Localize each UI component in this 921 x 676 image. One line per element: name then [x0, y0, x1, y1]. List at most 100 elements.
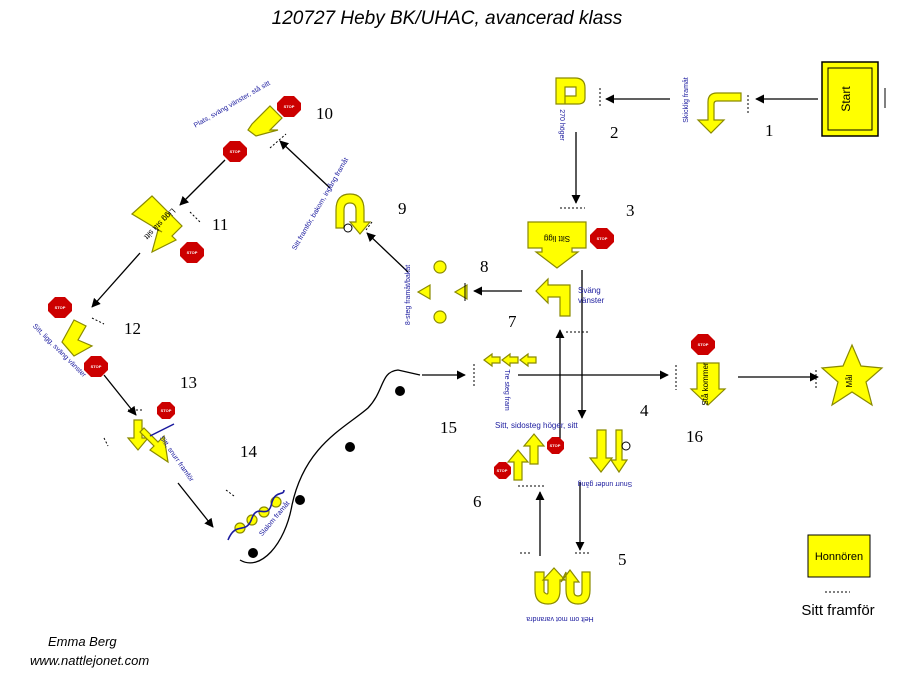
svg-text:STOP: STOP — [550, 443, 561, 448]
station-1-number: 1 — [765, 121, 774, 140]
website-link: www.nattlejonet.com — [30, 653, 149, 668]
station-16-label: Stå kommer — [701, 362, 710, 405]
station-15-number: 15 — [440, 418, 457, 437]
arrow-11-12 — [91, 252, 141, 308]
station-9-number: 9 — [398, 199, 407, 218]
station-6-stop-icon-b: STOP — [547, 437, 564, 454]
station-15-sign-a — [483, 352, 501, 368]
station-2-label: 270 höger — [558, 109, 565, 141]
station-6-number: 6 — [473, 492, 482, 511]
station-11-sign — [130, 195, 183, 254]
station-8-sign-left — [416, 283, 431, 301]
finish-star — [820, 343, 884, 407]
station-13-number: 13 — [180, 373, 197, 392]
station-10-sign — [247, 105, 283, 137]
station-4: Snurr under gång 4 — [578, 401, 649, 488]
station-14-number: 14 — [240, 442, 258, 461]
station-10: STOP STOP Plats, sväng vänster, stå sitt… — [192, 79, 333, 162]
station-14: Slalom framåt 14 — [225, 386, 405, 558]
svg-text:STOP: STOP — [91, 364, 102, 369]
station-1-sign — [696, 92, 742, 134]
station-13-stop-icon: STOP — [157, 402, 175, 419]
station-4-number: 4 — [640, 401, 649, 420]
station-9: Sitt framför, bakom, ingång framåt 9 — [290, 156, 406, 251]
station-8-cone-bottom — [433, 310, 447, 324]
station-5-number: 5 — [618, 550, 627, 569]
station-7-sign — [535, 277, 571, 317]
station-8-sign-right — [453, 283, 468, 301]
station-15-sign-c — [519, 352, 537, 368]
arrow-9-10 — [279, 140, 331, 189]
station-9-sign — [335, 193, 372, 235]
station-3-stop-icon: STOP — [590, 228, 614, 249]
station-7-label-line1: Sväng — [578, 286, 601, 295]
station-4-sign-b — [609, 429, 629, 474]
station-3: Sitt ligg 3 STOP — [527, 201, 635, 269]
station-8-label: 8-steg framåt/bakåt — [404, 265, 412, 325]
svg-text:STOP: STOP — [597, 236, 608, 241]
finish-sign: Mål — [815, 343, 884, 407]
honnoren-legend: Honnören Sitt framför — [801, 534, 875, 619]
station-10-stop-icon-b: STOP — [223, 141, 247, 162]
slalom-line — [239, 369, 421, 564]
arrow-13-14 — [177, 482, 214, 528]
honnoren-box — [807, 534, 871, 578]
station-3-label: Sitt ligg — [544, 234, 570, 243]
arrow-10-11 — [179, 159, 226, 206]
page-title: 120727 Heby BK/UHAC, avancerad klass — [272, 8, 623, 29]
honnoren-label: Honnören — [815, 551, 863, 563]
station-2-number: 2 — [610, 123, 619, 142]
station-2-sign — [555, 77, 586, 105]
station-11: Ligg stå sitt STOP 11 — [130, 195, 228, 263]
sitt-framfor-label: Sitt framför — [801, 602, 874, 619]
station-15-label: Tre steg fram — [503, 369, 510, 411]
station-6-sign-a — [506, 449, 530, 481]
svg-text:STOP: STOP — [187, 250, 198, 255]
station-5-sign-b — [560, 569, 591, 605]
station-4-label: Snurr under gång — [578, 480, 633, 488]
station-13-sign-b — [139, 427, 169, 464]
station-12-stop-icon-a: STOP — [48, 297, 72, 318]
station-1: Skicklig framåt 1 — [682, 77, 774, 140]
svg-text:STOP: STOP — [497, 468, 508, 473]
station-7-number: 7 — [508, 312, 517, 331]
mal-label: Mål — [845, 374, 854, 387]
station-12: STOP STOP Sitt, ligg, sväng vänster 12 — [31, 297, 141, 379]
slalom-marker-4 — [248, 548, 258, 558]
slalom-marker-3 — [295, 495, 305, 505]
start-sign: Start — [821, 61, 886, 137]
station-5: Helt om mot varandra 5 — [520, 550, 627, 622]
svg-text:STOP: STOP — [230, 149, 241, 154]
station-3-sign — [527, 221, 587, 269]
station-1-label: Skicklig framåt — [682, 77, 690, 123]
svg-text:STOP: STOP — [284, 104, 295, 109]
author-name: Emma Berg — [48, 634, 117, 649]
slalom-marker-1 — [395, 386, 405, 396]
station-11-number: 11 — [212, 215, 228, 234]
station-8: 8-steg framåt/bakåt 8 — [404, 257, 489, 325]
station-5-label: Helt om mot varandra — [526, 615, 593, 622]
station-10-stop-icon-a: STOP — [277, 96, 301, 117]
station-12-sign — [61, 319, 94, 357]
station-6-stop-icon-a: STOP — [494, 462, 511, 479]
station-3-number: 3 — [626, 201, 635, 220]
svg-text:STOP: STOP — [698, 342, 709, 347]
arrow-12-13 — [103, 374, 137, 416]
station-15-caption: Sitt, sidosteg höger, sitt — [495, 421, 578, 430]
station-8-number: 8 — [480, 257, 489, 276]
station-13-sign-a — [126, 419, 150, 451]
station-16-sign — [689, 362, 727, 406]
station-6-sign-b — [522, 433, 546, 465]
station-5-sign-a — [534, 567, 567, 605]
station-13: STOP Sitt, snurr framför 13 — [103, 373, 197, 484]
station-6: STOP STOP 6 — [473, 433, 564, 511]
station-16-stop-icon: STOP — [691, 334, 715, 355]
course-path — [91, 94, 819, 564]
station-7: Sväng vänster 7 — [508, 277, 605, 333]
station-8-cone-top — [433, 260, 447, 274]
arrow-8-9 — [366, 232, 409, 273]
station-12-number: 12 — [124, 319, 141, 338]
station-2: 270 höger 2 — [555, 77, 619, 142]
station-7-label-line2: vänster — [578, 296, 605, 305]
